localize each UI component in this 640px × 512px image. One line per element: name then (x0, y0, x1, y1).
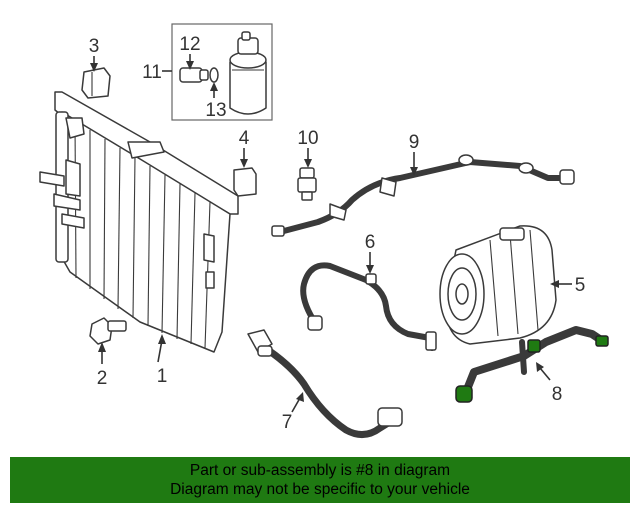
callout-11: 11 (142, 62, 162, 83)
bracket-part (81, 67, 111, 99)
hose-part-9 (271, 154, 575, 237)
callout-7: 7 (282, 412, 293, 433)
callout-1: 1 (157, 366, 168, 387)
callout-3: 3 (89, 36, 100, 57)
info-banner: Part or sub-assembly is #8 in diagram Di… (10, 457, 630, 503)
callout-10: 10 (297, 128, 318, 149)
parts-diagram: 1 2 3 4 5 6 7 8 9 10 11 12 13 (39, 23, 609, 438)
hose-part-6 (300, 262, 437, 351)
banner-line-1: Part or sub-assembly is #8 in diagram (189, 462, 451, 479)
leader-lines (90, 54, 572, 413)
callout-12: 12 (179, 34, 200, 55)
callout-5: 5 (575, 275, 586, 296)
callout-8: 8 (552, 384, 563, 405)
banner-line-2: Diagram may not be specific to your vehi… (170, 481, 470, 498)
bolt-part (89, 317, 127, 345)
callout-6: 6 (365, 232, 376, 253)
mount-part (233, 167, 257, 197)
callout-9: 9 (409, 132, 420, 153)
drier-group-box (171, 23, 273, 121)
condenser-part (39, 91, 239, 353)
callout-4: 4 (239, 128, 250, 149)
callout-2: 2 (97, 368, 108, 389)
compressor-part (439, 225, 557, 345)
hose-part-8-highlighted (455, 326, 609, 403)
sensor-part (297, 167, 317, 201)
callout-13: 13 (205, 100, 226, 121)
hose-part-7 (247, 329, 403, 438)
callout-labels: 1 2 3 4 5 6 7 8 9 10 11 12 13 (89, 34, 586, 433)
